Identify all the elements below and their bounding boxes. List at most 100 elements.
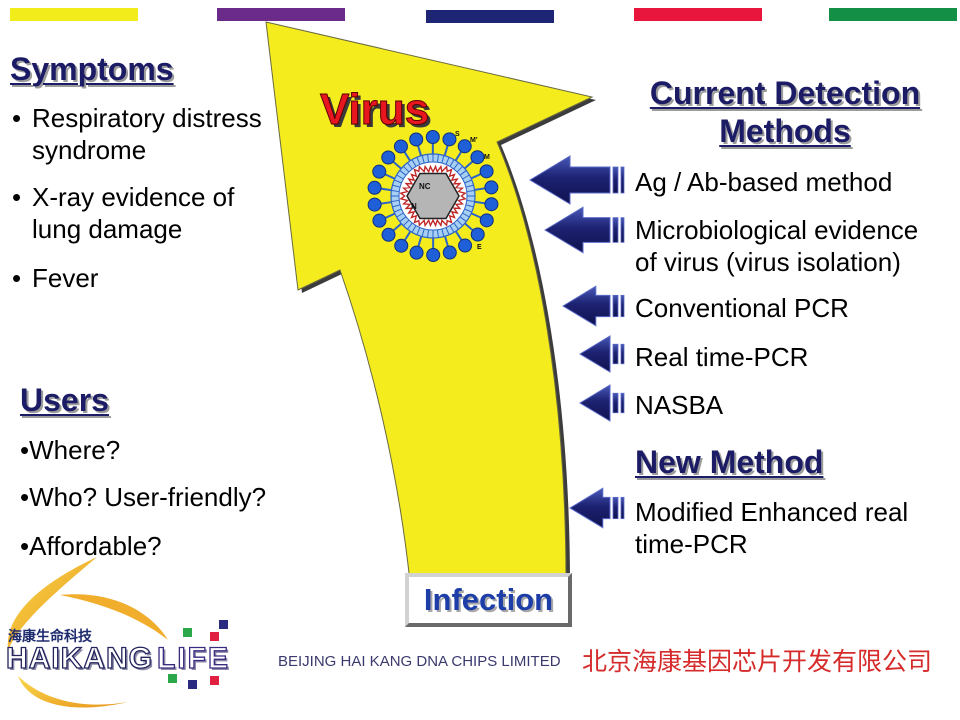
arrow-stripe	[620, 166, 625, 194]
virus-envelope-tick	[436, 229, 439, 238]
striped-left-arrow-icon	[569, 487, 625, 529]
virus-envelope-tick	[407, 162, 413, 170]
coronavirus-structure-icon: NC N S M' M E	[367, 130, 499, 262]
virus-spike-ball	[426, 247, 441, 262]
virus-envelope-tick	[399, 170, 407, 176]
virus-envelope-tick	[411, 159, 417, 167]
logo-swoosh-lower	[18, 676, 128, 708]
top-bar-red	[634, 8, 762, 21]
virus-label-m: M	[484, 154, 490, 161]
arrow-body	[579, 384, 611, 422]
virus-envelope-tick	[453, 162, 459, 170]
method-item: Real time-PCR	[635, 342, 809, 372]
arrow-stripe	[612, 294, 619, 318]
virus-envelope-tick	[392, 184, 401, 188]
virus-envelope-tick	[464, 179, 472, 184]
virus-envelope-tick	[391, 199, 400, 202]
striped-left-arrow-icon	[579, 335, 625, 373]
virus-envelope-tick	[466, 190, 475, 193]
logo-square	[168, 674, 177, 683]
top-bar-navy	[426, 10, 554, 23]
virus-spike-ball	[393, 139, 408, 154]
virus-envelope-tick	[449, 159, 455, 167]
logo-square	[188, 680, 197, 689]
virus-envelope-tick	[449, 225, 455, 233]
virus-envelope-tick	[396, 174, 404, 180]
virus-envelope-tick	[462, 212, 470, 218]
virus-spike-ball	[470, 227, 485, 242]
company-name-chinese: 北京海康基因芯片开发有限公司	[582, 647, 933, 676]
virus-spike-ball	[381, 227, 396, 242]
method-item: Ag / Ab-based method	[635, 167, 893, 197]
virus-envelope-tick	[466, 199, 475, 202]
virus-envelope-tick	[465, 204, 474, 208]
virus-spike-ball	[372, 213, 387, 228]
virus-spike-ball	[457, 139, 472, 154]
virus-rna-strand	[399, 164, 467, 228]
virus-envelope-tick	[394, 208, 402, 213]
virus-spike-ball	[425, 130, 440, 145]
logo-square	[219, 620, 228, 629]
virus-title: Virus	[319, 85, 430, 134]
virus-label-m-prime: M'	[470, 137, 478, 144]
detection-heading: Current Detection Methods	[649, 75, 921, 149]
infection-box: Infection	[405, 573, 572, 627]
virus-envelope-tick	[445, 227, 450, 235]
virus-label-s: S	[455, 131, 460, 138]
arrow-stripe	[612, 496, 619, 520]
virus-spike-ball	[484, 180, 499, 195]
logo-swoosh-middle	[60, 594, 168, 640]
virus-spike-ball	[458, 238, 473, 253]
new-method-item: Modified Enhanced real time-PCR	[635, 497, 909, 559]
virus-spike-ball	[394, 238, 409, 253]
virus-envelope-tick	[399, 216, 407, 222]
striped-left-arrow-icon	[579, 384, 625, 422]
virus-label-e: E	[477, 244, 482, 251]
virus-spike-ball	[479, 164, 494, 179]
virus-envelope-tick	[416, 157, 421, 165]
virus-particle	[367, 130, 499, 262]
virus-nucleocapsid	[406, 172, 460, 220]
top-bar-purple	[217, 8, 345, 21]
virus-spike-ball	[442, 132, 457, 147]
virus-envelope-tick	[394, 179, 402, 184]
logo-word-life: LIFE	[156, 642, 230, 675]
company-name-english: BEIJING HAI KANG DNA CHIPS LIMITED	[278, 653, 561, 670]
symptom-item: X-ray evidence of lung damage	[10, 181, 234, 245]
virus-envelope-tick	[456, 219, 464, 227]
arrow-stripe	[620, 294, 625, 318]
virus-envelope-tick	[459, 216, 467, 222]
virus-spike-ball	[367, 197, 382, 212]
infection-label: Infection	[423, 582, 554, 617]
logo-square	[210, 676, 219, 685]
logo-chinese-name: 海康生命科技	[8, 629, 92, 645]
virus-spike-ball	[442, 245, 457, 260]
symptoms-heading: Symptoms	[10, 51, 174, 87]
virus-envelope-tick	[456, 165, 464, 173]
virus-spike-ball	[479, 213, 494, 228]
striped-left-arrow-icon	[562, 285, 625, 327]
virus-envelope-tick	[465, 184, 474, 188]
logo-square	[210, 632, 219, 641]
arrow-stripe	[612, 392, 619, 414]
arrow-stripe	[620, 343, 625, 365]
virus-envelope-tick	[436, 154, 439, 163]
virus-spike-ball	[381, 150, 396, 165]
method-arrows	[529, 155, 625, 529]
arrow-stripe	[620, 392, 625, 414]
virus-spike-ball	[484, 197, 499, 212]
virus-envelope-tick	[392, 204, 401, 208]
arrow-body	[529, 155, 611, 205]
virus-envelope-tick	[453, 222, 459, 230]
virus-envelope-tick	[402, 219, 410, 227]
virus-envelope-tick	[416, 227, 421, 235]
virus-envelope-tick	[427, 229, 430, 238]
virus-spike-ball	[470, 150, 485, 165]
virus-envelope-tick	[459, 170, 467, 176]
method-item: Microbiological evidence of virus (virus…	[635, 215, 919, 277]
virus-envelope-tick	[421, 155, 425, 164]
users-item: Where?	[20, 434, 120, 466]
